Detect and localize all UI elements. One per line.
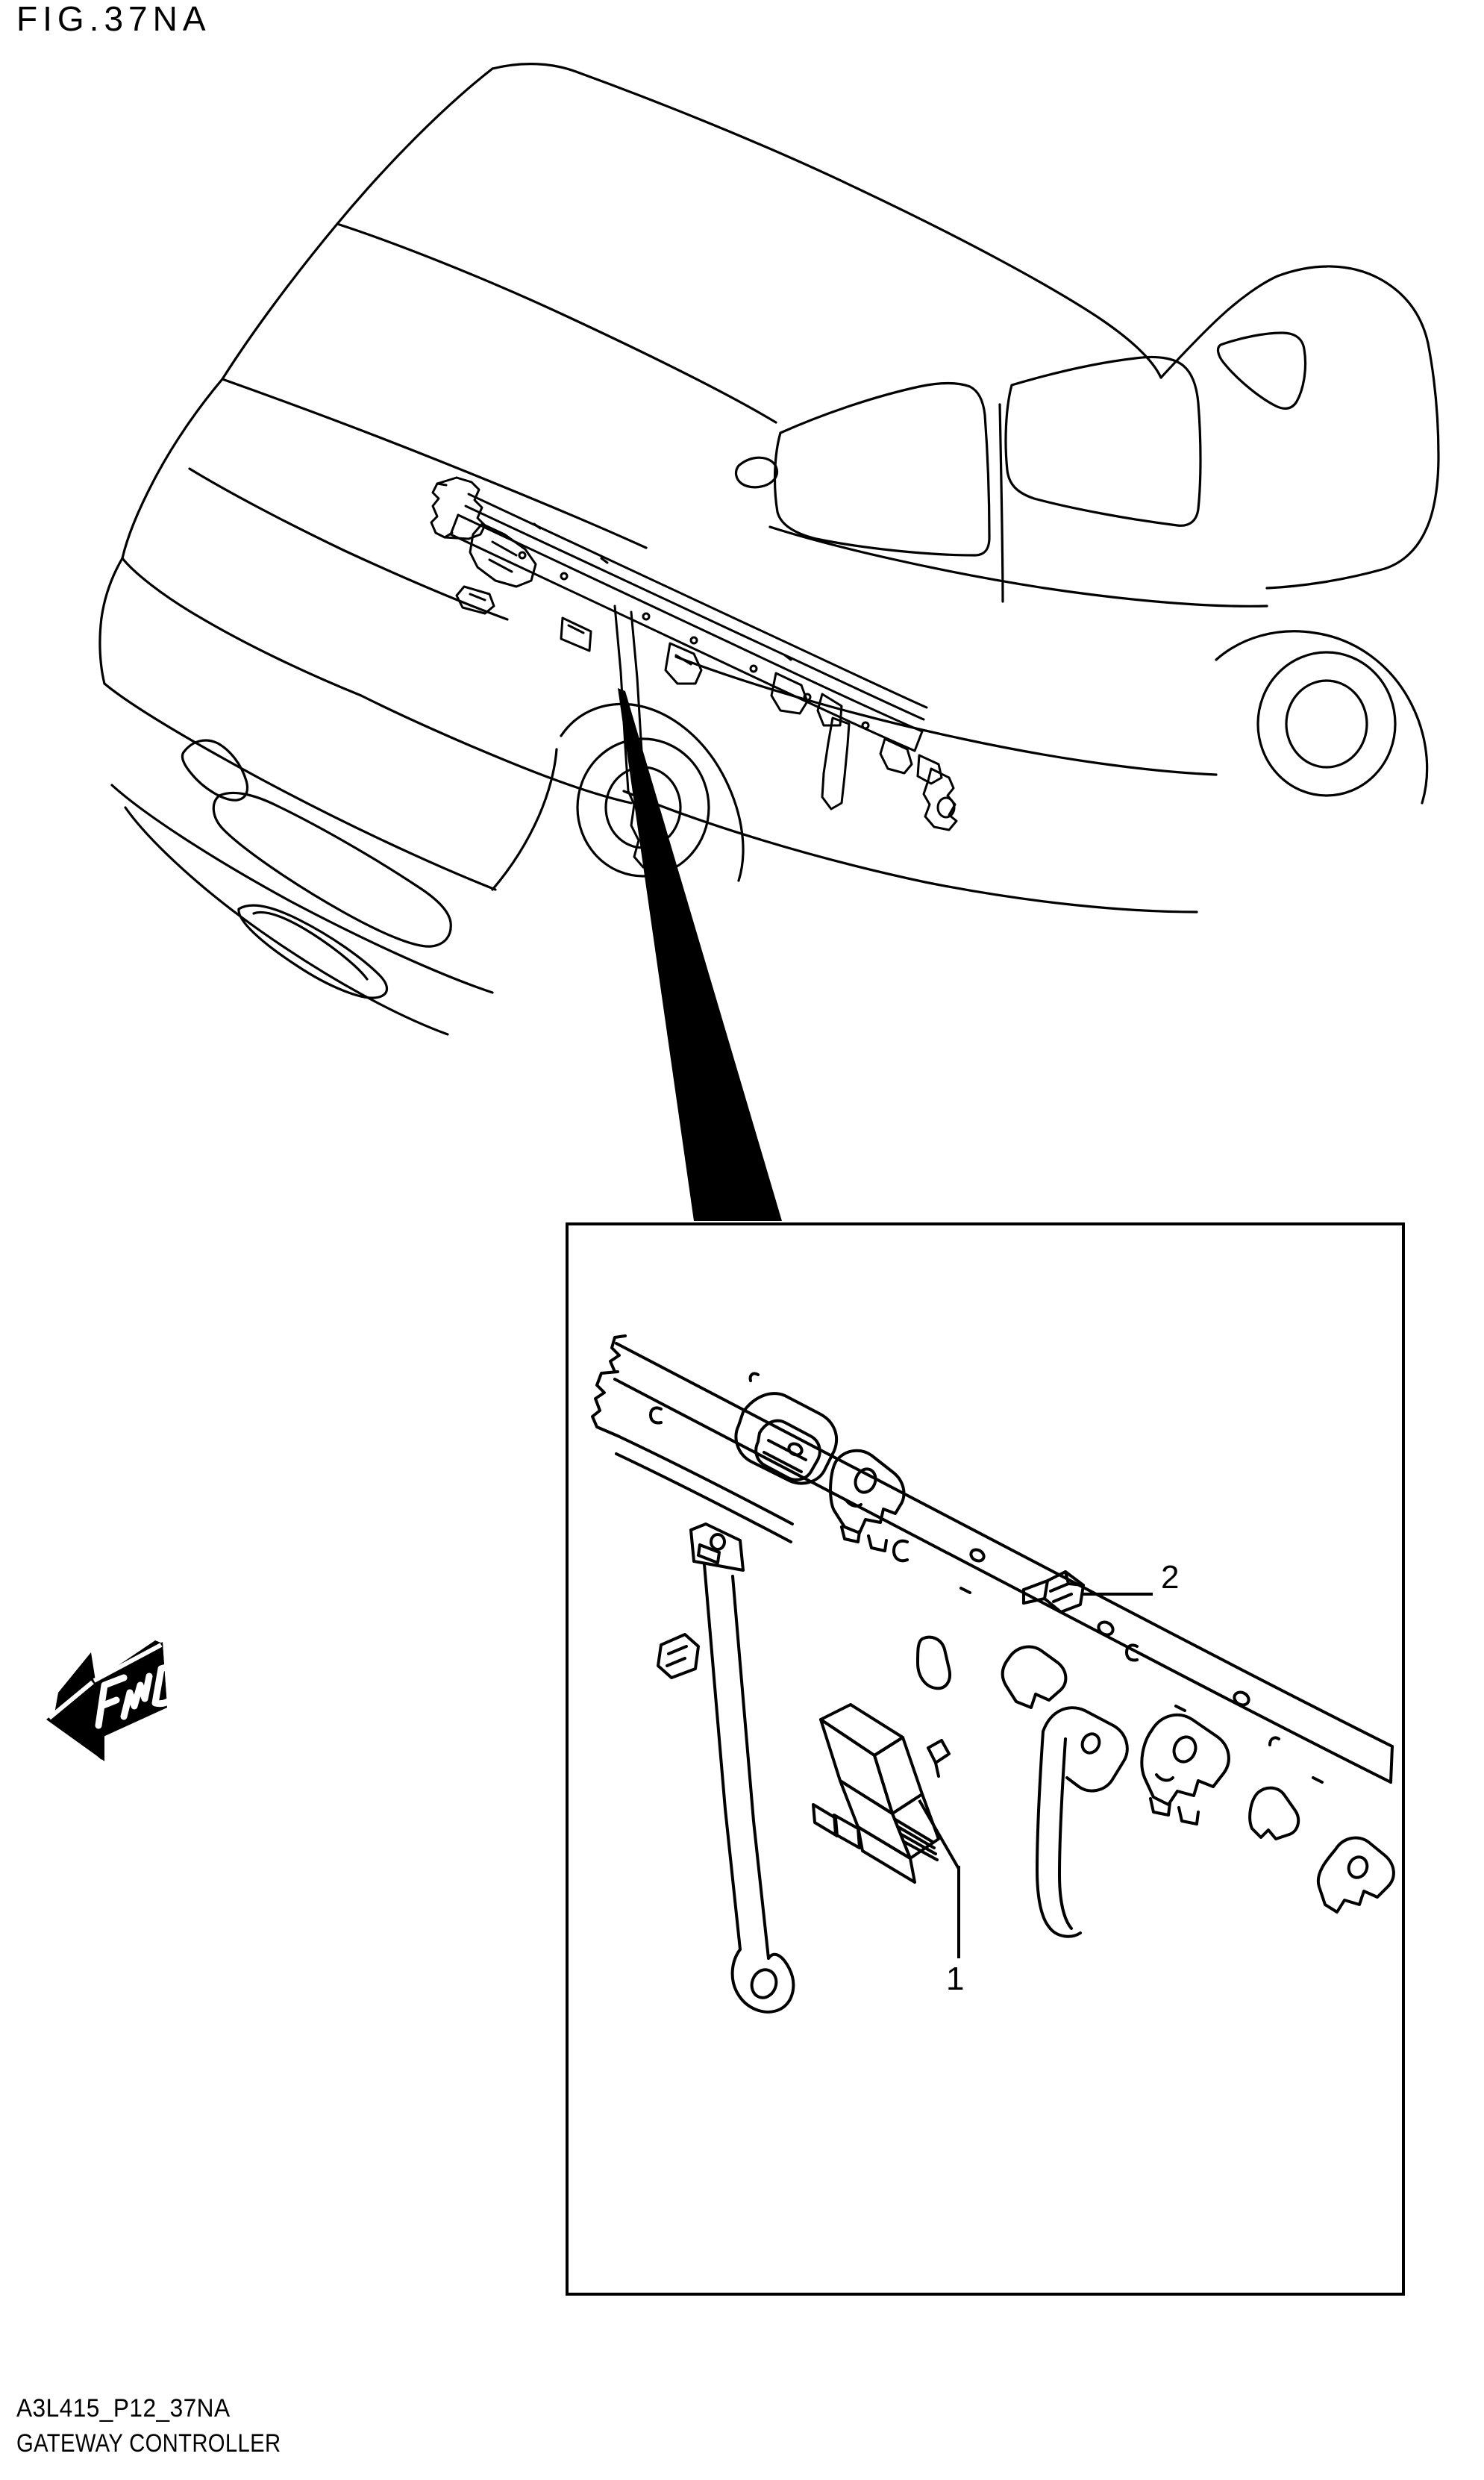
fwd-label: FWD xyxy=(1,0,3,1)
drawing-code: A3L415_P12_37NA xyxy=(16,2394,231,2423)
pointer-wedge-shape xyxy=(618,688,782,1221)
callout-number-1[interactable]: 1 xyxy=(946,1961,965,1997)
callout-number-2[interactable]: 2 xyxy=(1161,1559,1180,1596)
detail-panel-frame xyxy=(566,1222,1405,2296)
assembly-name: GATEWAY CONTROLLER xyxy=(16,2429,281,2458)
leader-stub-1 xyxy=(918,1799,960,1870)
page-title: FIG.37NA xyxy=(16,0,211,38)
footer: A3L415_P12_37NA GATEWAY CONTROLLER xyxy=(16,2394,688,2458)
